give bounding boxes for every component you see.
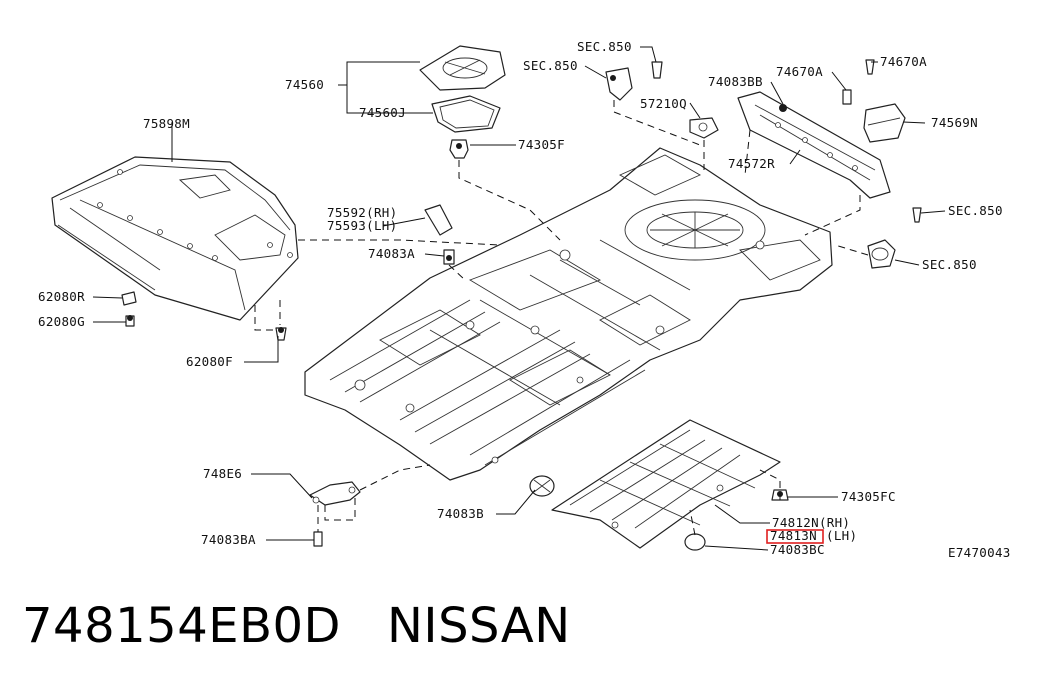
label-sec850-right-lower: SEC.850: [922, 257, 977, 272]
mount-bracket-74560: [419, 45, 506, 91]
luggage-floor-tray: [51, 156, 299, 321]
bracket-74569n: [863, 103, 906, 143]
under-cover-74812n: [551, 419, 781, 549]
clip-62080r: [121, 291, 137, 306]
label-62080f: 62080F: [186, 354, 233, 369]
bolt-74083ba: [313, 531, 323, 547]
label-75898m: 75898M: [143, 116, 190, 131]
label-74569n: 74569N: [931, 115, 978, 130]
bolt-74670a: [842, 59, 875, 105]
label-748e6: 748E6: [203, 466, 242, 481]
label-sec850-left: SEC.850: [523, 58, 578, 73]
label-75593: 75593(LH): [327, 218, 397, 233]
label-62080r: 62080R: [38, 289, 85, 304]
leader-lines: [92, 46, 946, 551]
label-74083ba: 74083BA: [201, 532, 256, 547]
label-74813n-side: (LH): [826, 528, 857, 543]
brand-name: NISSAN: [387, 598, 571, 654]
reference-code: E7470043: [948, 545, 1011, 560]
label-74812n: 74812N(RH): [772, 515, 850, 530]
label-74305fc: 74305FC: [841, 489, 896, 504]
bolt-74305f: [449, 139, 469, 159]
sec850-right-bracket: [867, 207, 922, 269]
rail-74572r: [737, 91, 891, 199]
label-74572r: 74572R: [728, 156, 775, 171]
grommet-74083b: [529, 475, 555, 497]
floor-panel: [304, 147, 833, 481]
label-74083bb: 74083BB: [708, 74, 763, 89]
label-62080g: 62080G: [38, 314, 85, 329]
highlight-box: [766, 529, 824, 544]
label-75592: 75592(RH): [327, 205, 397, 220]
label-74305f: 74305F: [518, 137, 565, 152]
grommet-74083bc: [684, 533, 706, 551]
cap-57210q: [689, 117, 719, 139]
sec850-top-bracket: [605, 61, 663, 101]
bracket-75592: [424, 204, 453, 236]
label-74083bc: 74083BC: [770, 542, 825, 557]
label-sec850-top: SEC.850: [577, 39, 632, 54]
label-74670a-1: 74670A: [776, 64, 823, 79]
label-74560: 74560: [285, 77, 324, 92]
label-74813n: 74813N: [770, 528, 817, 543]
alignment-lines: [254, 100, 869, 536]
label-sec850-right-upper: SEC.850: [948, 203, 1003, 218]
label-74670a-2: 74670A: [880, 54, 927, 69]
callout-labels: 74560 74560J 74305F SEC.850 SEC.850 5721…: [38, 39, 1011, 560]
label-74560j: 74560J: [359, 105, 406, 120]
bracket-748e6: [309, 481, 361, 506]
part-caption: 748154EB0D NISSAN: [22, 598, 571, 654]
label-74083b: 74083B: [437, 506, 484, 521]
label-74083a: 74083A: [368, 246, 415, 261]
part-number: 748154EB0D: [22, 598, 341, 654]
clip-62080g: [125, 315, 135, 327]
gasket-74560j: [431, 95, 501, 133]
bolt-74083a: [443, 249, 455, 265]
label-57210q: 57210Q: [640, 96, 687, 111]
